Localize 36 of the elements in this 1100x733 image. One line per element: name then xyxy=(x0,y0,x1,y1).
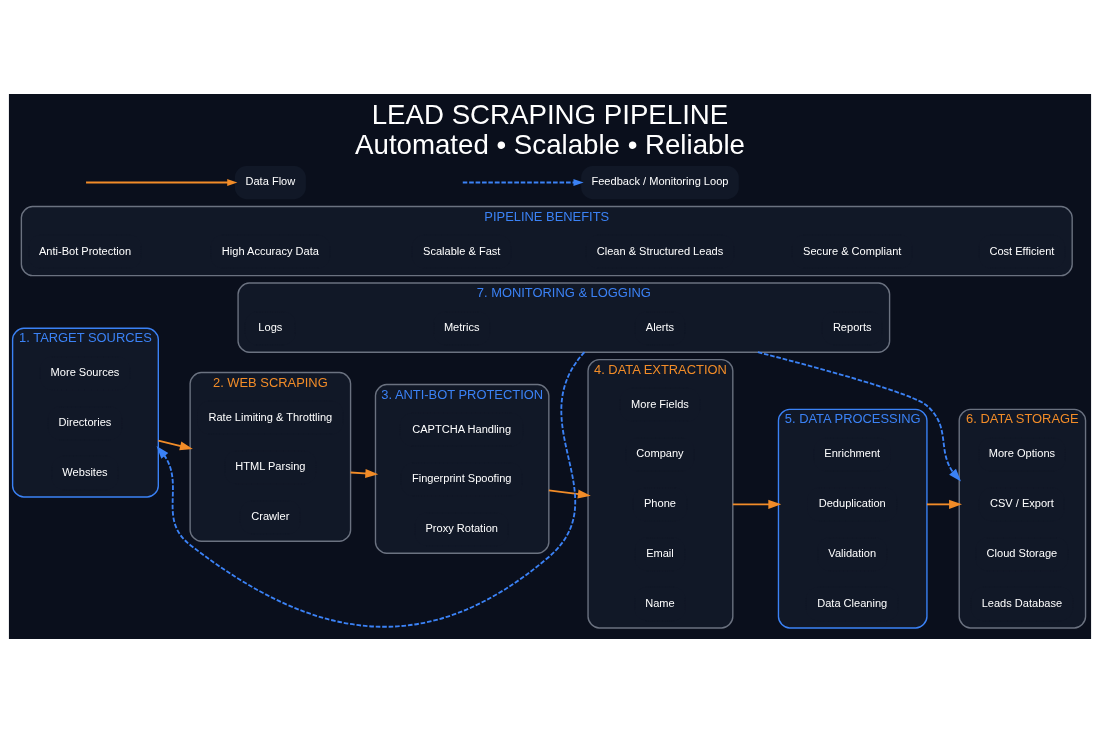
node-text: Leads Database xyxy=(981,596,1063,609)
node-text: Anti-Bot Protection xyxy=(38,244,132,257)
node-text: More Options xyxy=(988,447,1056,460)
node-text: Cloud Storage xyxy=(986,547,1058,560)
node-text: Proxy Rotation xyxy=(425,522,498,535)
node-text: Logs xyxy=(258,321,283,334)
node-text: Name xyxy=(645,596,675,609)
node-text: More Fields xyxy=(631,397,689,410)
node-text: Validation xyxy=(828,547,877,560)
diagram-title: LEAD SCRAPING PIPELINE xyxy=(371,98,729,130)
node-text: Alerts xyxy=(645,321,675,334)
node-text: Clean & Structured Leads xyxy=(596,244,724,257)
node-text: Directories xyxy=(58,416,112,429)
node-text: Email xyxy=(646,547,674,560)
node-text: Cost Efficient xyxy=(989,244,1055,257)
node-text: Fingerprint Spoofing xyxy=(411,472,512,485)
node-text: Phone xyxy=(643,497,676,510)
node-text: HTML Parsing xyxy=(235,460,306,473)
node-text: High Accuracy Data xyxy=(221,244,319,257)
node-text: CAPTCHA Handling xyxy=(412,422,512,435)
node-text: CSV / Export xyxy=(989,497,1054,510)
legend-label: Feedback / Monitoring Loop xyxy=(591,175,729,188)
legend-label: Data Flow xyxy=(245,175,296,188)
node-text: Secure & Compliant xyxy=(803,244,902,257)
node-text: Data Cleaning xyxy=(817,596,888,609)
node-text: More Sources xyxy=(50,366,120,379)
node-text: Enrichment xyxy=(824,447,881,460)
caption: Automated • Scalable • Reliable xyxy=(355,128,745,160)
node-text: Scalable & Fast xyxy=(423,244,501,257)
node-text: Reports xyxy=(832,321,872,334)
node-text: Rate Limiting & Throttling xyxy=(208,410,333,423)
node-text: Crawler xyxy=(251,510,290,523)
node-text: Company xyxy=(636,447,684,460)
node-text: Websites xyxy=(62,465,108,478)
node-text: Metrics xyxy=(443,321,480,334)
node-text: Deduplication xyxy=(818,497,886,510)
